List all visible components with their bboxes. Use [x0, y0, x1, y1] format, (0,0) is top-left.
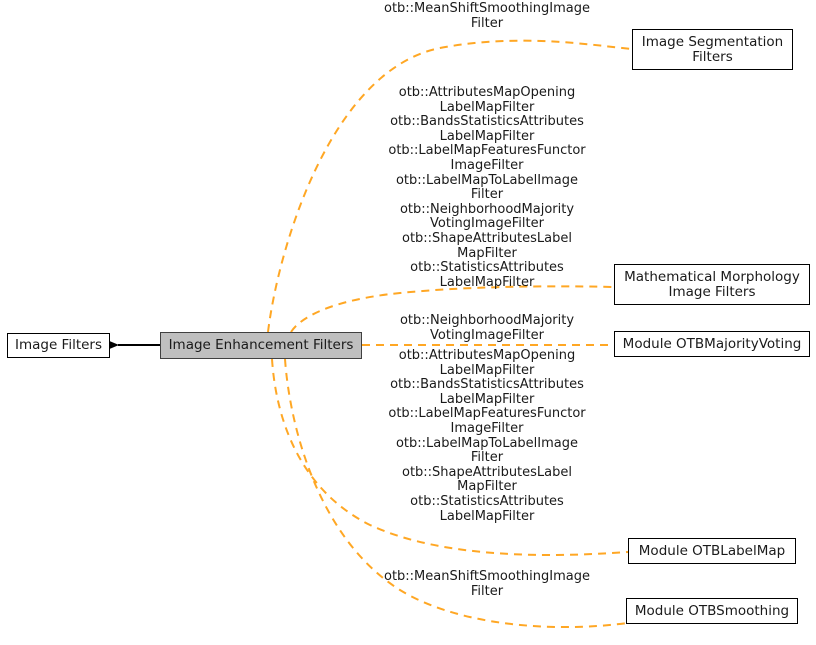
node-module-otblabelmap[interactable]: Module OTBLabelMap: [628, 538, 796, 564]
node-image-filters[interactable]: Image Filters: [7, 333, 110, 358]
node-module-otbmajorityvoting[interactable]: Module OTBMajorityVoting: [614, 331, 810, 357]
edge-image-enhancement-filters-to-image-segmentation-filters: [267, 39, 633, 333]
node-mathematical-morphology-image-filters[interactable]: Mathematical Morphology Image Filters: [614, 264, 810, 305]
edge-label-edge-segmentation: otb::MeanShiftSmoothingImage Filter: [383, 1, 590, 31]
node-image-segmentation-filters[interactable]: Image Segmentation Filters: [632, 29, 793, 70]
edge-label-edge-smoothing: otb::MeanShiftSmoothingImage Filter: [383, 569, 590, 599]
edge-label-edge-majorityvoting: otb::NeighborhoodMajority VotingImageFil…: [399, 313, 575, 343]
edge-image-enhancement-filters-to-mathematical-morphology-image-filters: [290, 285, 615, 333]
edge-image-enhancement-filters-to-module-otblabelmap: [271, 358, 629, 557]
node-image-enhancement-filters: Image Enhancement Filters: [160, 332, 362, 359]
edge-label-edge-morphology: otb::AttributesMapOpening LabelMapFilter…: [388, 85, 586, 290]
edge-label-edge-labelmap: otb::AttributesMapOpening LabelMapFilter…: [388, 348, 586, 524]
edge-image-enhancement-filters-to-module-otbsmoothing: [284, 358, 656, 629]
node-module-otbsmoothing[interactable]: Module OTBSmoothing: [626, 598, 798, 624]
